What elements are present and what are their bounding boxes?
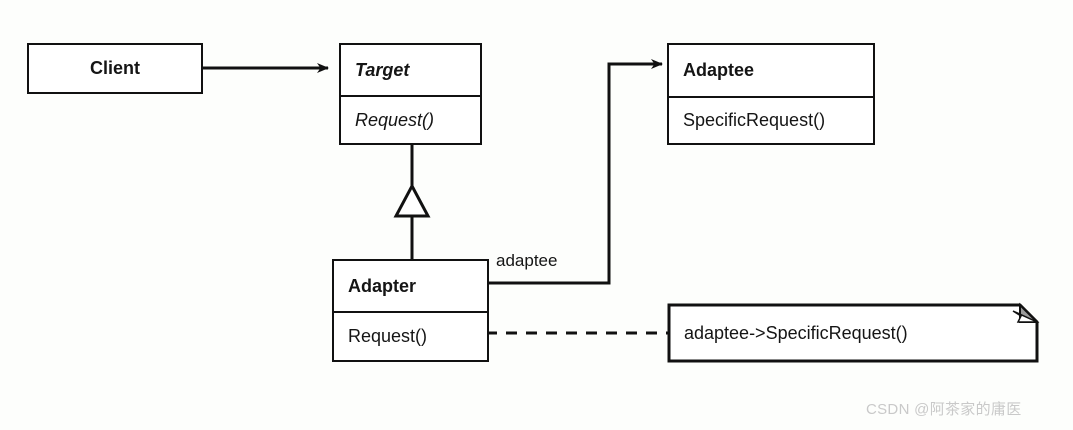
association-role-label-adaptee: adaptee [496,251,558,270]
class-name-adapter: Adapter [348,275,417,296]
generalization-triangle-icon [393,182,431,218]
note-fold-curl-icon [1012,310,1038,323]
class-operation-target-request: Request() [341,95,480,143]
class-operation-adapter-request: Request() [334,311,487,360]
note-box[interactable]: adaptee->SpecificRequest() [668,304,1038,362]
class-name-target: Target [355,59,410,80]
watermark-text: CSDN @阿茶家的庸医 [866,401,1022,418]
class-box-adapter[interactable]: Adapter Request() [332,259,489,362]
class-name-client: Client [89,58,140,78]
class-name-adaptee: Adaptee [683,60,755,80]
note-shape [667,302,1040,363]
note-text: adaptee->SpecificRequest() [684,322,908,343]
class-box-client[interactable]: Client [27,43,203,94]
edge-adapter-to-adaptee [489,59,663,285]
edge-adapter-to-target [393,145,431,259]
class-box-adaptee[interactable]: Adaptee SpecificRequest() [667,43,875,145]
class-operation-adaptee-specificrequest: SpecificRequest() [669,96,873,143]
class-box-target[interactable]: Target Request() [339,43,482,145]
